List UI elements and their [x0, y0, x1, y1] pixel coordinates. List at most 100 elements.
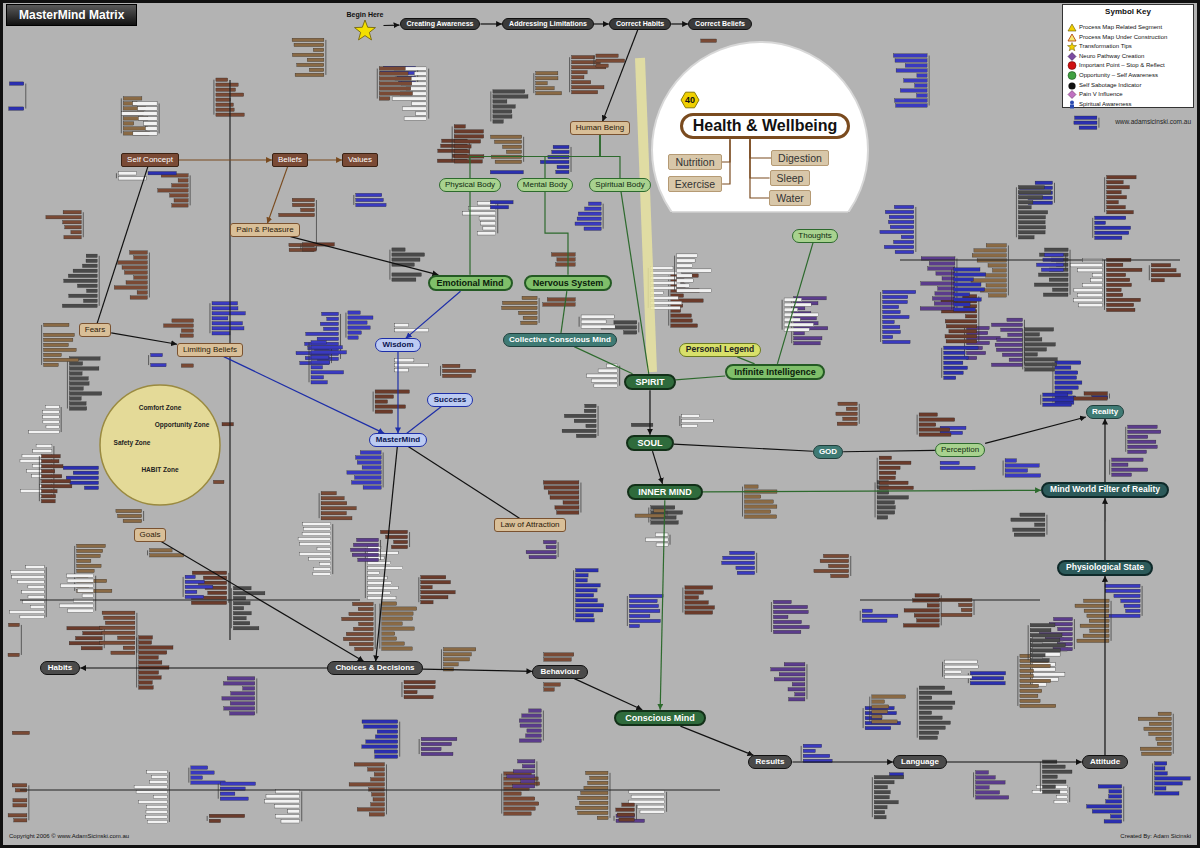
- node-text: Health & Wellbeing: [693, 117, 838, 135]
- branch-bar: [879, 461, 911, 464]
- branch-bar: [988, 264, 1006, 267]
- branch-bar: [493, 115, 512, 118]
- branch-bar: [69, 377, 88, 380]
- branch-bar: [503, 301, 538, 304]
- branch-bar: [1030, 624, 1055, 627]
- branch-bar: [279, 213, 315, 216]
- branch-bar: [343, 637, 373, 640]
- connector: [750, 139, 770, 178]
- branch-bar: [576, 614, 594, 617]
- branch-bar: [1018, 221, 1045, 224]
- branch-bar: [879, 476, 895, 479]
- branch-bar: [629, 609, 660, 612]
- branch-bar: [147, 820, 167, 823]
- branch-spine: [256, 678, 257, 713]
- branch-bar: [504, 797, 535, 800]
- branch-bar: [123, 519, 142, 522]
- branch-bar: [614, 321, 637, 324]
- branch-bar: [311, 361, 330, 364]
- branch-bar: [631, 795, 665, 798]
- branch-bar: [1030, 659, 1049, 662]
- branch-spine: [1008, 245, 1009, 295]
- branch-bar: [1073, 397, 1107, 400]
- branch-bar: [382, 607, 417, 610]
- branch-bar: [1128, 445, 1158, 448]
- branch-bar: [320, 322, 338, 325]
- branch-bar: [959, 603, 973, 606]
- branch-spine: [83, 212, 84, 237]
- branch-bar: [362, 745, 398, 748]
- branch-bar: [730, 551, 755, 554]
- branch-bar: [355, 476, 382, 479]
- branch-bar: [1124, 604, 1140, 607]
- branch-bar: [773, 605, 807, 608]
- branch-bar: [919, 428, 950, 431]
- branch-bar: [1018, 226, 1045, 229]
- branch-bar: [67, 574, 94, 577]
- map-node: Beliefs: [272, 153, 308, 166]
- branch-bar: [321, 517, 352, 520]
- branch-spine: [490, 91, 491, 121]
- branch-bar: [795, 693, 805, 696]
- branch-bar: [348, 326, 370, 329]
- branch-bar: [529, 709, 542, 712]
- branch-bar: [879, 486, 913, 489]
- branch-spine: [441, 649, 442, 669]
- branch-bar: [506, 150, 521, 153]
- node-text: Addressing Limitations: [509, 20, 587, 28]
- branch-spine: [1173, 714, 1174, 754]
- branch-bar: [139, 651, 167, 654]
- branch-bar: [976, 791, 1000, 794]
- branch-spine: [636, 805, 637, 820]
- map-node: Thoughts: [792, 229, 837, 242]
- branch-bar: [102, 631, 135, 634]
- branch-bar: [392, 248, 405, 251]
- branch-bar: [123, 646, 135, 649]
- branch-bar: [317, 547, 331, 550]
- connector: [985, 417, 1086, 443]
- branch-bar: [629, 604, 658, 607]
- branch-bar: [596, 64, 608, 67]
- legend-row: Pain V Influence: [1067, 90, 1111, 99]
- branch-bar: [1107, 308, 1136, 311]
- branch-bar: [77, 589, 93, 592]
- connector: [97, 167, 148, 324]
- branch-bar: [454, 145, 471, 148]
- branch-bar: [311, 351, 347, 354]
- map-node: INNER MIND: [627, 484, 703, 500]
- branch-bar: [945, 670, 962, 673]
- branch-bar: [1055, 376, 1077, 379]
- branch-bar: [883, 310, 901, 313]
- branch-bar: [372, 793, 385, 796]
- legend-icon: [1067, 61, 1077, 70]
- branch-bar: [572, 71, 588, 74]
- branch-bar: [349, 612, 373, 615]
- map-node: Infinite Intelligence: [725, 364, 825, 380]
- branch-bar: [650, 286, 676, 289]
- branch-bar: [150, 554, 184, 557]
- branch-bar: [66, 476, 98, 479]
- branch-bar: [1030, 644, 1065, 647]
- branch-bar: [122, 266, 147, 269]
- branch-spine: [218, 784, 219, 799]
- branch-bar: [552, 150, 569, 153]
- branch-bar: [118, 636, 135, 639]
- branch-bar: [139, 646, 173, 649]
- branch-bar: [1019, 191, 1053, 194]
- branch-bar: [303, 522, 331, 525]
- node-text: Habits: [48, 663, 72, 672]
- branch-spine: [143, 511, 144, 521]
- branch-bar: [650, 281, 681, 284]
- legend-row: Process Map Related Segment: [1067, 23, 1150, 32]
- branch-bar: [59, 604, 93, 607]
- map-node: Perception: [935, 443, 985, 456]
- branch-bar: [846, 407, 857, 410]
- branch-bar: [368, 768, 385, 771]
- map-label: Safety Zone: [113, 439, 152, 446]
- branch-bar: [87, 289, 98, 292]
- branch-bar: [73, 471, 98, 474]
- branch-bar: [69, 407, 86, 410]
- branch-bar: [319, 562, 331, 565]
- zone-circle: [100, 385, 220, 505]
- branch-bar: [794, 342, 821, 345]
